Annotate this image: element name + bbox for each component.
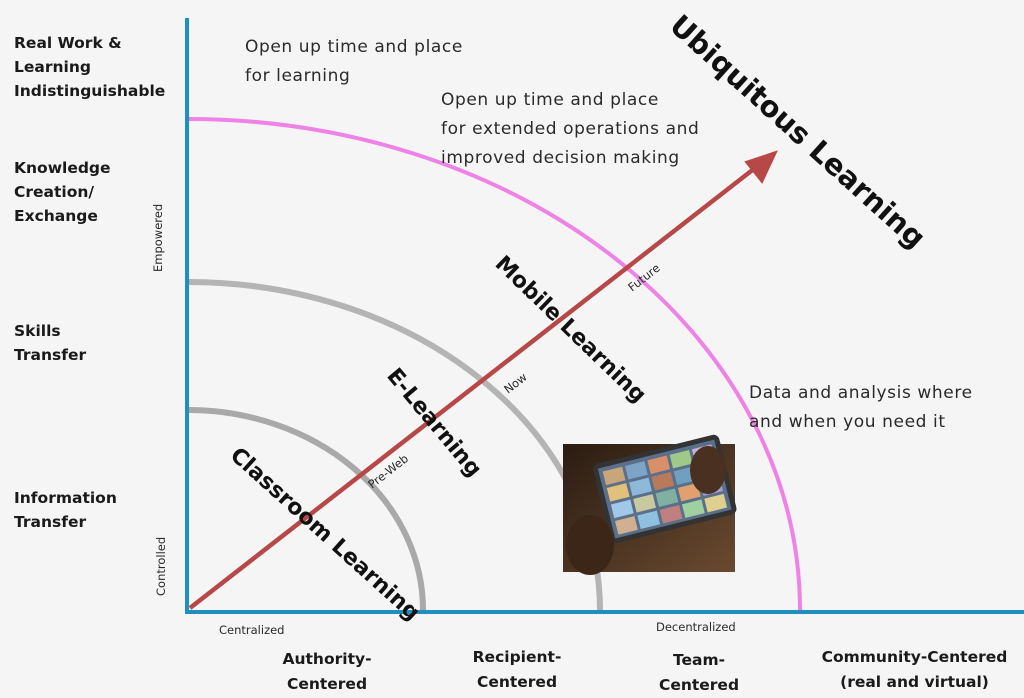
note-data-analysis: Data and analysis where and when you nee… — [749, 383, 973, 432]
x-level-team: Team- Centered — [658, 651, 740, 694]
y-level-skills: Skills Transfer — [14, 322, 87, 364]
tablet-photo-icon — [563, 434, 737, 575]
x-level-authority: Authority- Centered — [282, 650, 372, 693]
timeline-now: Now — [501, 370, 529, 396]
x-level-community: Community-Centered (real and virtual) — [821, 648, 1008, 691]
progression-arrow — [188, 150, 778, 610]
x-level-recipient: Recipient- Centered — [472, 648, 562, 691]
y-level-information: Information Transfer — [14, 489, 117, 531]
classroom-arc — [187, 407, 426, 611]
timeline-preweb: Pre-Web — [365, 451, 411, 491]
y-level-knowledge: Knowledge Creation/ Exchange — [14, 159, 111, 225]
mobile-arc — [187, 117, 802, 611]
y-axis-top-label: Empowered — [151, 204, 165, 272]
x-axis-left-label: Centralized — [219, 623, 284, 637]
x-axis-right-label: Decentralized — [656, 620, 736, 634]
ubiquitous-learning-label: Ubiquitous Learning — [663, 8, 932, 255]
note-operations: Open up time and place for extended oper… — [441, 90, 700, 168]
note-learning: Open up time and place for learning — [245, 37, 463, 86]
y-level-real-work: Real Work & Learning Indistinguishable — [14, 34, 166, 100]
y-axis-bottom-label: Controlled — [154, 537, 168, 596]
